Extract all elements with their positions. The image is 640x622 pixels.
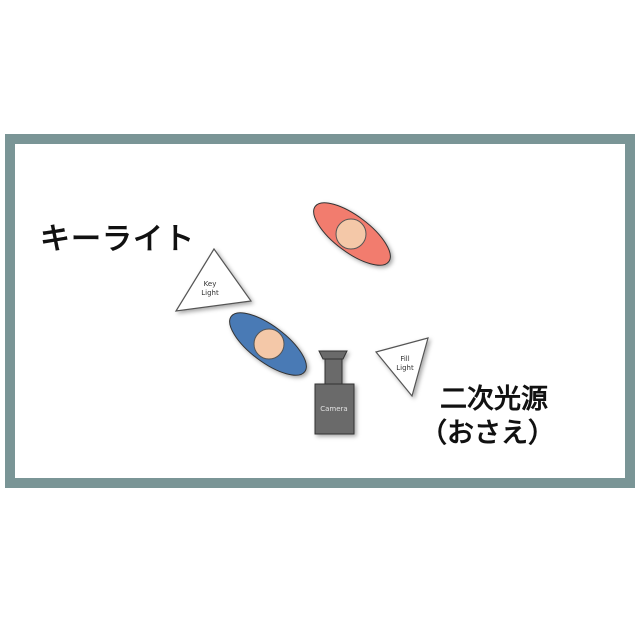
key-light: Key Light xyxy=(174,247,253,312)
camera-label: Camera xyxy=(320,405,347,413)
camera-neck xyxy=(324,358,343,385)
fill-light-label-2: Light xyxy=(396,364,414,372)
fill-light-jp-label-line1: 二次光源 xyxy=(440,384,548,415)
key-light-jp-label: キーライト xyxy=(40,222,195,257)
camera-body xyxy=(314,383,355,435)
subject-back-head xyxy=(335,218,367,250)
fill-light-jp-label-line2: （おさえ） xyxy=(420,418,555,449)
subject-back xyxy=(313,202,391,266)
key-light-triangle xyxy=(174,247,253,312)
subject-front-head xyxy=(253,328,285,360)
key-light-label-1: Key xyxy=(204,280,217,288)
fill-light: Fill Light xyxy=(374,337,429,398)
fill-light-triangle xyxy=(374,337,429,398)
camera-lens xyxy=(318,350,348,360)
fill-light-label-1: Fill xyxy=(400,355,409,363)
camera: Camera xyxy=(314,350,355,435)
key-light-label-2: Light xyxy=(201,289,219,297)
subject-front xyxy=(229,312,307,376)
